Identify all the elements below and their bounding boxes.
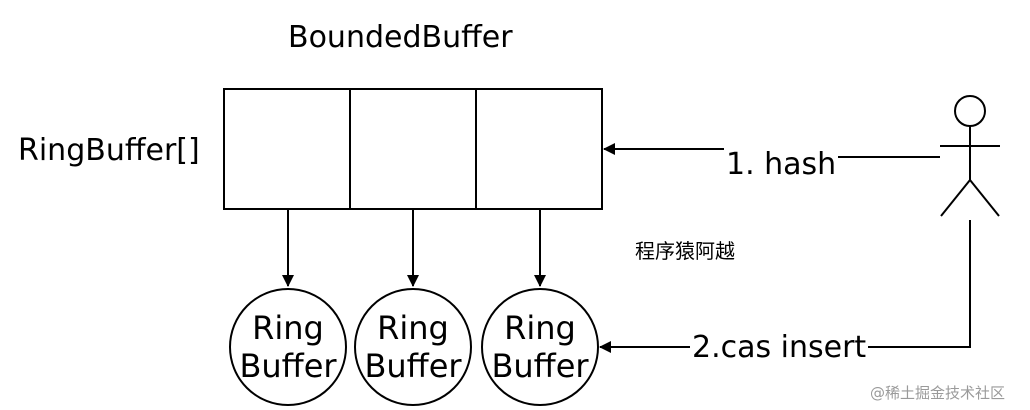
actor-icon	[940, 95, 1000, 217]
ring-buffer-label-line2: Buffer	[491, 347, 589, 385]
array-slot-1	[349, 88, 477, 210]
ring-buffer-label-line2: Buffer	[364, 347, 462, 385]
ring-buffer-label-line1: Ring	[252, 309, 324, 347]
ring-buffer-label-line2: Buffer	[239, 347, 337, 385]
ring-buffer-label-0: Ring Buffer	[228, 309, 348, 385]
ring-buffer-label-1: Ring Buffer	[353, 309, 473, 385]
ring-buffer-circle-1	[354, 288, 472, 406]
array-slot-0	[223, 88, 351, 210]
ring-buffer-label-line1: Ring	[504, 309, 576, 347]
ring-buffer-circle-0	[229, 288, 347, 406]
diagram-title: BoundedBuffer	[288, 20, 513, 55]
ring-buffer-circle-2	[481, 288, 599, 406]
step-2-label: 2.cas insert	[690, 330, 869, 365]
ring-buffer-array	[223, 88, 603, 210]
array-label: RingBuffer[]	[18, 133, 200, 168]
ring-buffer-label-line1: Ring	[377, 309, 449, 347]
site-watermark: @稀土掘金技术社区	[870, 384, 1006, 402]
author-watermark: 程序猿阿越	[635, 239, 735, 263]
array-slot-2	[475, 88, 603, 210]
step-1-label: 1. hash	[724, 147, 839, 182]
ring-buffer-label-2: Ring Buffer	[480, 309, 600, 385]
